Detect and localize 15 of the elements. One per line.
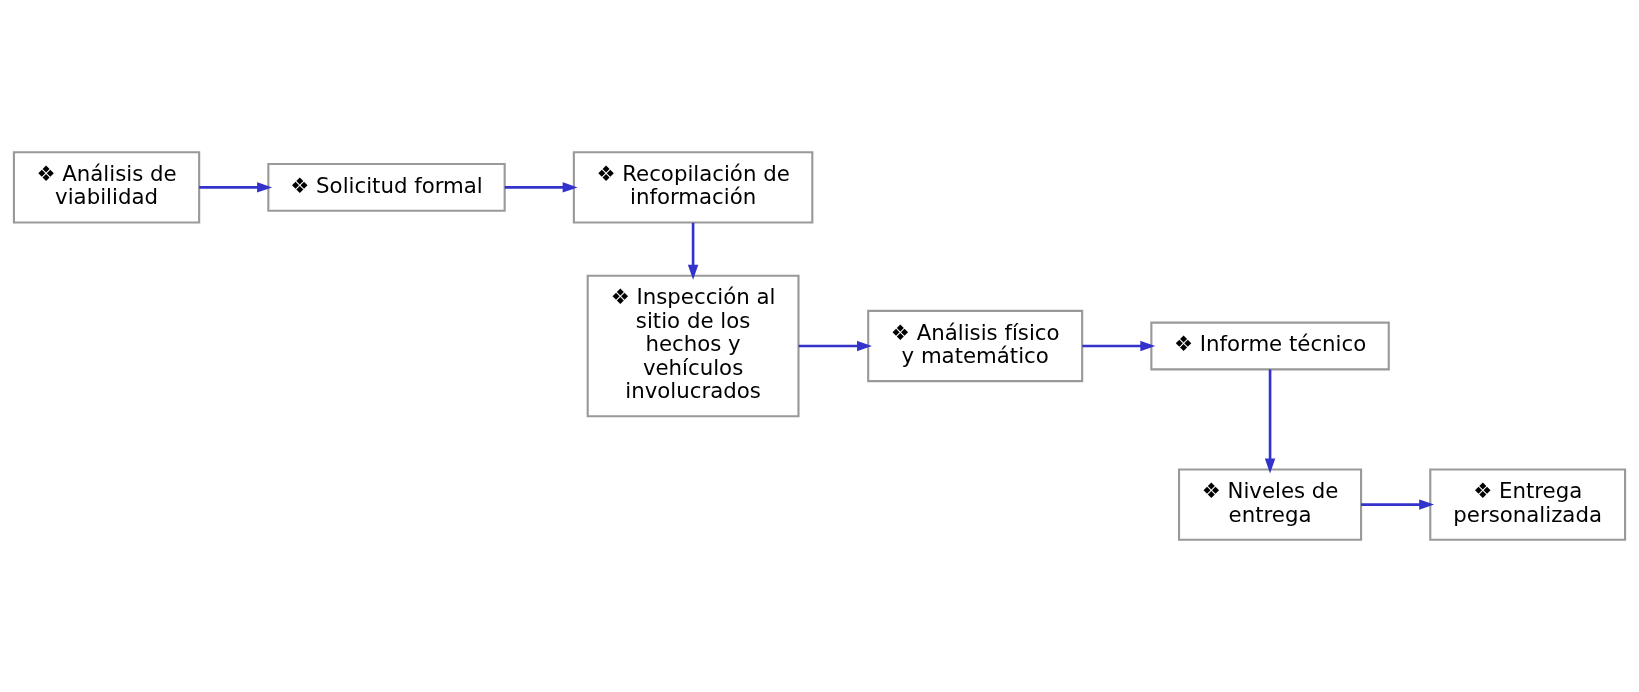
arrow bbox=[504, 182, 578, 193]
arrow bbox=[199, 182, 273, 193]
node-box: ❖ Recopilación de información bbox=[572, 151, 814, 224]
arrow bbox=[687, 222, 699, 280]
node-box: ❖ Análisis físico y matemático bbox=[867, 309, 1084, 383]
node-box: ❖ Análisis de viabilidad bbox=[12, 151, 201, 224]
node-box: ❖ Niveles de entrega bbox=[1177, 468, 1363, 541]
node-box: ❖ Informe técnico bbox=[1150, 321, 1390, 371]
arrow bbox=[798, 340, 872, 352]
node-box: ❖ Solicitud formal bbox=[267, 162, 506, 212]
node-box: ❖ Inspección al sitio de los hechos y vehículos involucrados bbox=[586, 274, 800, 418]
node-box: ❖ Entrega personalizada bbox=[1429, 468, 1627, 541]
arrow bbox=[1082, 340, 1156, 352]
arrow bbox=[1361, 499, 1435, 510]
arrow bbox=[1264, 369, 1276, 474]
